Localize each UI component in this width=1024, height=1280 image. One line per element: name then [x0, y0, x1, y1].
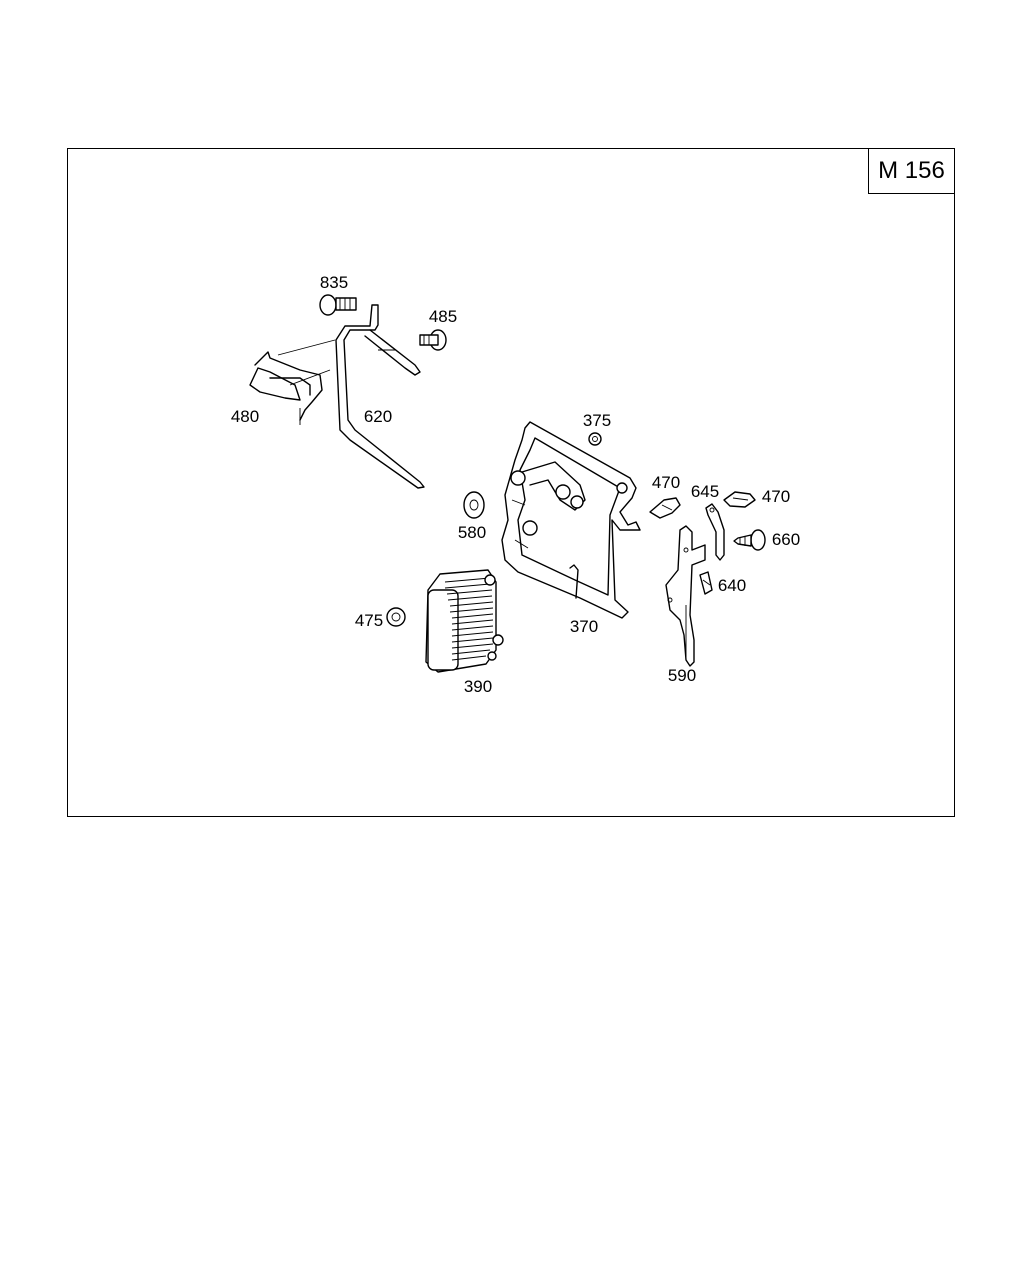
part-370-bracket	[501, 421, 641, 619]
part-645-strap	[705, 503, 725, 561]
callout-475: 475	[355, 611, 383, 630]
part-375-grommet	[588, 432, 602, 446]
diagram-frame	[67, 148, 955, 817]
callout-375: 375	[583, 411, 611, 430]
callout-480: 480	[231, 407, 259, 426]
callout-590: 590	[668, 666, 696, 685]
part-835-bolt	[319, 294, 357, 316]
callout-580: 580	[458, 523, 486, 542]
part-580-grommet	[463, 491, 485, 519]
callout-660: 660	[772, 530, 800, 549]
part-620-bracket	[335, 304, 425, 489]
part-660-screw	[733, 529, 766, 551]
callout-370: 370	[570, 617, 598, 636]
part-485-bolt	[419, 329, 447, 351]
part-470-clip-right	[723, 491, 756, 508]
callout-470-right: 470	[762, 487, 790, 506]
part-480-bracket	[249, 339, 336, 425]
callout-620: 620	[364, 407, 392, 426]
callout-470-left: 470	[652, 473, 680, 492]
callout-640: 640	[718, 576, 746, 595]
part-390-oil-cooler	[425, 569, 504, 673]
callout-835: 835	[320, 273, 348, 292]
callout-390: 390	[464, 677, 492, 696]
callout-645: 645	[691, 482, 719, 501]
part-640-clip-nut	[699, 571, 713, 595]
part-475-nut	[386, 607, 406, 627]
cooler-fins	[444, 577, 494, 661]
model-tag: M 156	[868, 148, 955, 194]
part-590-bracket	[665, 525, 706, 667]
callout-485: 485	[429, 307, 457, 326]
part-470-clip	[649, 497, 681, 519]
